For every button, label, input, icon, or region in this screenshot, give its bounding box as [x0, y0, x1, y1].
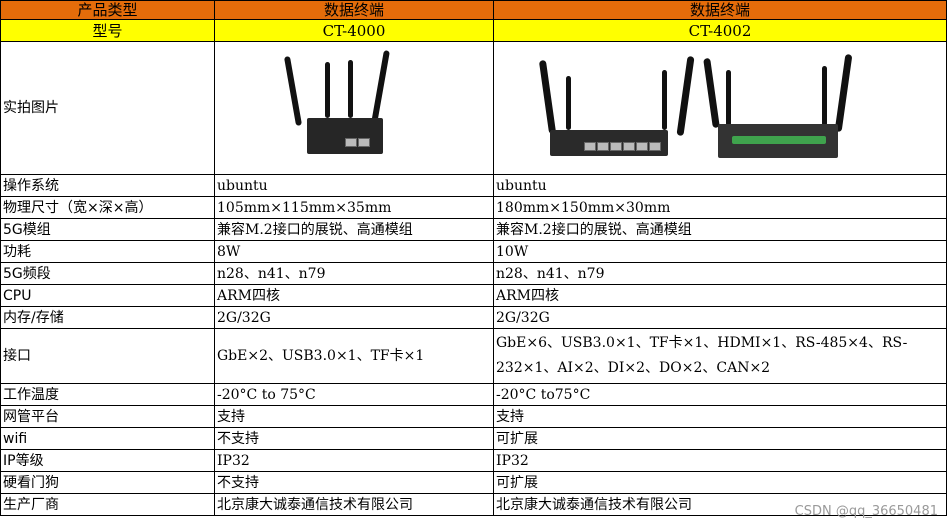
- spec-table: 产品类型 数据终端 数据终端 型号 CT-4000 CT-4002 实拍图片: [0, 0, 947, 516]
- spec-row: 硬看门狗 不支持 可扩展: [0, 471, 947, 494]
- spec-row: wifi 不支持 可扩展: [0, 427, 947, 450]
- spec-ct4002: 兼容M.2接口的展锐、高通模组: [493, 218, 947, 241]
- spec-ct4000: 北京康大诚泰通信技术有限公司: [214, 493, 494, 516]
- spec-row: 操作系统 ubuntu ubuntu: [0, 174, 947, 197]
- spec-ct4002: ARM四核: [493, 284, 947, 307]
- spec-ct4002: 北京康大诚泰通信技术有限公司: [493, 493, 947, 516]
- spec-label: 网管平台: [0, 405, 215, 428]
- spec-ct4002: 2G/32G: [493, 306, 947, 329]
- spec-row: 生产厂商 北京康大诚泰通信技术有限公司 北京康大诚泰通信技术有限公司: [0, 493, 947, 516]
- model-row: 型号 CT-4000 CT-4002: [0, 19, 947, 42]
- photo-ct4000-cell: [214, 41, 494, 175]
- spec-row: 接口 GbE×2、USB3.0×1、TF卡×1 GbE×6、USB3.0×1、T…: [0, 328, 947, 384]
- csdn-watermark: CSDN @qq_36650481: [794, 504, 938, 519]
- spec-label: IP等级: [0, 449, 215, 472]
- spec-row: 功耗 8W 10W: [0, 240, 947, 263]
- spec-ct4002: n28、n41、n79: [493, 262, 947, 285]
- model-ct4000: CT-4000: [214, 19, 494, 42]
- spec-row: CPU ARM四核 ARM四核: [0, 284, 947, 307]
- spec-ct4000: -20°C to 75°C: [214, 383, 494, 406]
- spec-ct4002: 10W: [493, 240, 947, 263]
- spec-ct4000: GbE×2、USB3.0×1、TF卡×1: [214, 328, 494, 384]
- spec-ct4000: 支持: [214, 405, 494, 428]
- spec-row: 物理尺寸（宽×深×高） 105mm×115mm×35mm 180mm×150mm…: [0, 196, 947, 219]
- model-ct4002: CT-4002: [493, 19, 947, 42]
- spec-label: 接口: [0, 328, 215, 384]
- spec-ct4000: n28、n41、n79: [214, 262, 494, 285]
- spec-ct4000: ARM四核: [214, 284, 494, 307]
- spec-ct4000: 105mm×115mm×35mm: [214, 196, 494, 219]
- spec-row: 5G模组 兼容M.2接口的展锐、高通模组 兼容M.2接口的展锐、高通模组: [0, 218, 947, 241]
- spec-ct4002: 180mm×150mm×30mm: [493, 196, 947, 219]
- spec-ct4002: IP32: [493, 449, 947, 472]
- header-ct4000-type: 数据终端: [214, 0, 494, 20]
- photo-ct4002: [496, 43, 944, 174]
- spec-label: 生产厂商: [0, 493, 215, 516]
- spec-ct4000: 2G/32G: [214, 306, 494, 329]
- photo-label: 实拍图片: [0, 41, 215, 175]
- photo-row: 实拍图片: [0, 41, 947, 175]
- spec-label: wifi: [0, 427, 215, 450]
- spec-row: 网管平台 支持 支持: [0, 405, 947, 428]
- spec-label: 工作温度: [0, 383, 215, 406]
- spec-label: 硬看门狗: [0, 471, 215, 494]
- spec-label: 内存/存储: [0, 306, 215, 329]
- spec-ct4002: -20°C to75°C: [493, 383, 947, 406]
- spec-ct4000: IP32: [214, 449, 494, 472]
- model-label: 型号: [0, 19, 215, 42]
- spec-label: 功耗: [0, 240, 215, 263]
- header-ct4002-type: 数据终端: [493, 0, 947, 20]
- spec-ct4000: 不支持: [214, 471, 494, 494]
- spec-ct4002: ubuntu: [493, 174, 947, 197]
- spec-row: 内存/存储 2G/32G 2G/32G: [0, 306, 947, 329]
- spec-label: 5G频段: [0, 262, 215, 285]
- spec-label: 物理尺寸（宽×深×高）: [0, 196, 215, 219]
- photo-ct4002-cell: [493, 41, 947, 175]
- spec-ct4000: 不支持: [214, 427, 494, 450]
- spec-ct4002: GbE×6、USB3.0×1、TF卡×1、HDMI×1、RS-485×4、RS-…: [493, 328, 947, 384]
- spec-ct4000: ubuntu: [214, 174, 494, 197]
- spec-label: 操作系统: [0, 174, 215, 197]
- spec-row: IP等级 IP32 IP32: [0, 449, 947, 472]
- header-row: 产品类型 数据终端 数据终端: [0, 0, 947, 20]
- spec-ct4000: 兼容M.2接口的展锐、高通模组: [214, 218, 494, 241]
- spec-row: 工作温度 -20°C to 75°C -20°C to75°C: [0, 383, 947, 406]
- spec-ct4002: 可扩展: [493, 427, 947, 450]
- photo-ct4000: [217, 43, 491, 174]
- header-product-type: 产品类型: [0, 0, 215, 20]
- spec-row: 5G频段 n28、n41、n79 n28、n41、n79: [0, 262, 947, 285]
- spec-ct4002: 可扩展: [493, 471, 947, 494]
- spec-label: CPU: [0, 284, 215, 307]
- spec-label: 5G模组: [0, 218, 215, 241]
- spec-ct4002: 支持: [493, 405, 947, 428]
- spec-ct4000: 8W: [214, 240, 494, 263]
